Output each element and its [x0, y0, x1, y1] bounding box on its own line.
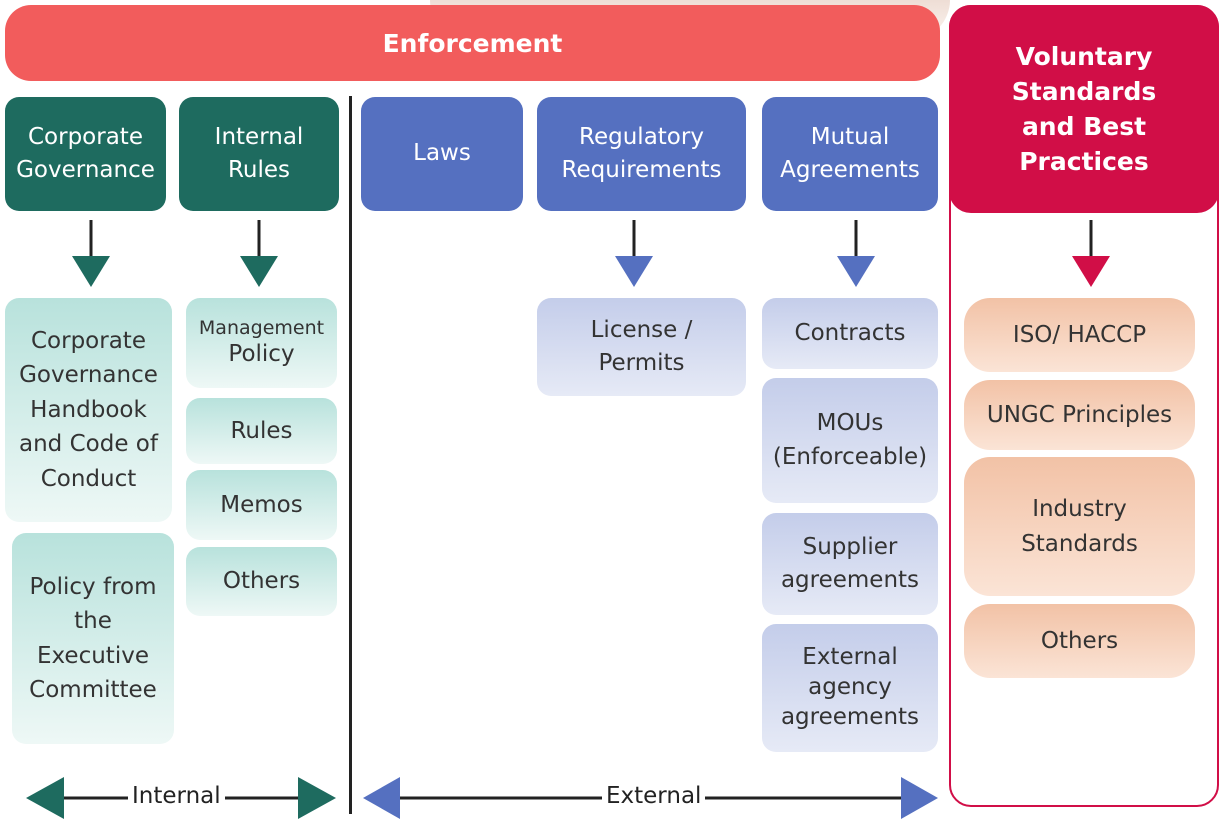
mutual-contracts-box: Contracts — [762, 298, 938, 369]
cg-executive-policy-box: Policy from the Executive Committee — [12, 533, 174, 744]
header-laws-label: Laws — [413, 140, 471, 167]
ir-rules-box: Rules — [186, 398, 337, 464]
arrow-down-mutual — [837, 220, 875, 287]
header-corporate-governance: Corporate Governance — [5, 97, 166, 211]
header-regulatory-requirements-label: Regulatory Requirements — [561, 123, 722, 183]
cg-executive-policy-label: Policy from the Executive Committee — [29, 573, 157, 704]
mutual-external-agency-label: External agency agreements — [780, 644, 920, 730]
ir-memos-label: Memos — [220, 491, 303, 518]
vol-iso-label: ISO/ HACCP — [1012, 321, 1147, 348]
cg-handbook-box: Corporate Governance Handbook and Code o… — [5, 298, 172, 522]
external-scope-label: External — [602, 783, 706, 809]
vol-industry-label: Industry Standards — [1021, 496, 1138, 557]
enforcement-banner: Enforcement — [5, 5, 940, 81]
mutual-supplier-label: Supplier agreements — [780, 533, 920, 593]
vol-others-label: Others — [1040, 627, 1119, 654]
external-scope: External — [602, 783, 706, 813]
reg-license-label: License / Permits — [590, 316, 693, 376]
header-regulatory-requirements: Regulatory Requirements — [537, 97, 746, 211]
ir-others-box: Others — [186, 547, 337, 616]
reg-license-box: License / Permits — [537, 298, 746, 396]
internal-scope: Internal — [128, 783, 225, 813]
ir-management-policy-box: Management Policy — [186, 298, 337, 388]
header-laws: Laws — [361, 97, 523, 211]
arrow-down-corporate-governance — [72, 220, 110, 287]
internal-external-divider — [349, 96, 352, 814]
vol-ungc-box: UNGC Principles — [964, 380, 1195, 450]
ir-others-label: Others — [222, 568, 301, 595]
vol-ungc-label: UNGC Principles — [986, 401, 1173, 428]
ir-rules-label: Rules — [230, 417, 293, 444]
header-internal-rules-label: Internal Rules — [214, 123, 304, 183]
header-mutual-agreements: Mutual Agreements — [762, 97, 938, 211]
vol-industry-box: Industry Standards — [964, 457, 1195, 596]
ir-memos-box: Memos — [186, 470, 337, 540]
vol-iso-box: ISO/ HACCP — [964, 298, 1195, 372]
header-corporate-governance-label: Corporate Governance — [16, 123, 155, 183]
vol-others-box: Others — [964, 604, 1195, 678]
arrow-down-voluntary — [1072, 220, 1110, 287]
ir-management-policy-label: Policy — [228, 341, 295, 368]
mutual-mous-label: MOUs (Enforceable) — [772, 410, 928, 470]
ir-management-small-label: Management — [198, 316, 325, 339]
mutual-mous-box: MOUs (Enforceable) — [762, 378, 938, 503]
voluntary-title: Voluntary Standards and Best Practices — [1011, 42, 1157, 176]
internal-scope-label: Internal — [128, 783, 225, 809]
arrow-down-internal-rules — [240, 220, 278, 287]
mutual-contracts-label: Contracts — [794, 319, 906, 346]
header-mutual-agreements-label: Mutual Agreements — [780, 123, 920, 183]
cg-handbook-label: Corporate Governance Handbook and Code o… — [19, 327, 158, 492]
mutual-supplier-box: Supplier agreements — [762, 513, 938, 615]
voluntary-header: Voluntary Standards and Best Practices — [949, 5, 1219, 213]
header-internal-rules: Internal Rules — [179, 97, 339, 211]
mutual-external-agency-box: External agency agreements — [762, 624, 938, 752]
enforcement-label: Enforcement — [382, 28, 563, 58]
arrow-down-regulatory — [615, 220, 653, 287]
